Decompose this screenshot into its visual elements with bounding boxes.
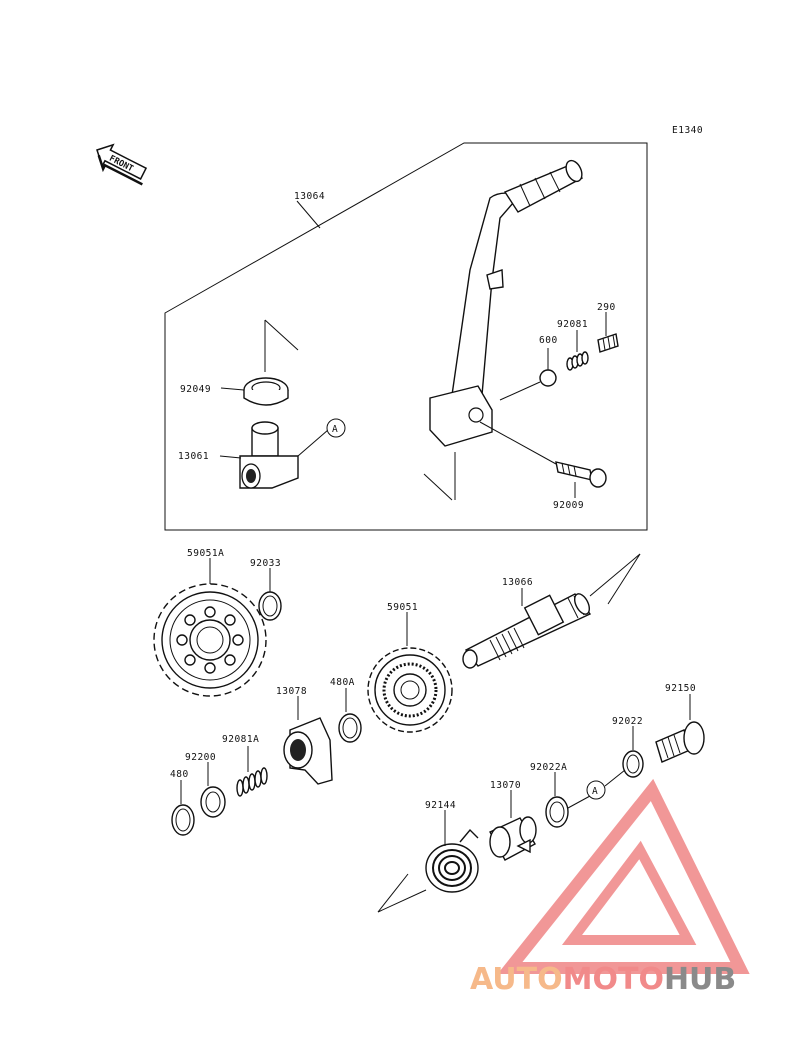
callout-92049: 92049	[180, 384, 211, 395]
kick-lever	[429, 159, 584, 447]
callout-59051: 59051	[387, 602, 418, 613]
watermark-logo-icon	[497, 778, 750, 974]
part-92081A-spring	[236, 767, 268, 797]
ref-code: E1340	[672, 125, 703, 136]
watermark-word-auto: AUTO	[470, 962, 563, 997]
callout-290: 290	[597, 302, 616, 313]
watermark-word-hub: HUB	[663, 962, 737, 997]
part-13066-shaft	[462, 593, 592, 669]
callout-600: 600	[539, 335, 558, 346]
part-59051A-gear	[153, 583, 267, 697]
callout-92022: 92022	[612, 716, 643, 727]
part-92200-washer	[200, 786, 226, 818]
front-arrow-icon: FRONT	[96, 143, 148, 186]
ref-a-bottom-circle	[586, 780, 606, 800]
callout-92150: 92150	[665, 683, 696, 694]
part-59051-gear	[367, 647, 453, 733]
ref-a-bottom: A	[592, 786, 598, 797]
callout-13066: 13066	[502, 577, 533, 588]
callout-92033: 92033	[250, 558, 281, 569]
callout-480A: 480A	[330, 677, 355, 688]
part-92150-bolt	[655, 721, 705, 763]
part-92081-spring	[566, 351, 589, 371]
callout-92081A: 92081A	[222, 734, 259, 745]
part-600-ball	[539, 369, 557, 387]
part-92022A-washer	[545, 796, 569, 828]
callout-92144: 92144	[425, 800, 456, 811]
part-13061-boss	[239, 421, 299, 489]
part-92049-washer	[243, 377, 289, 406]
assembly-box-13064	[164, 142, 648, 531]
part-92022-washer	[622, 750, 644, 778]
watermark-word-moto: MOTO	[562, 962, 664, 997]
part-92033-ring	[258, 591, 282, 621]
part-290-plug	[597, 333, 619, 353]
callout-92081: 92081	[557, 319, 588, 330]
part-480A-circlip	[338, 713, 362, 743]
part-13078-ratchet	[283, 717, 333, 785]
callout-59051A: 59051A	[187, 548, 224, 559]
callout-480: 480	[170, 769, 189, 780]
part-92009-bolt	[555, 461, 607, 488]
part-13070-collar	[489, 816, 537, 861]
part-92144-spring	[425, 828, 479, 893]
callout-92022A: 92022A	[530, 762, 567, 773]
callout-13078: 13078	[276, 686, 307, 697]
callout-13061: 13061	[178, 451, 209, 462]
ref-a-top: A	[332, 424, 338, 435]
callout-13070: 13070	[490, 780, 521, 791]
part-480-circlip	[171, 804, 195, 836]
ref-a-top-circle	[326, 418, 346, 438]
callout-13064: 13064	[294, 191, 325, 202]
watermark-text: AUTOMOTOHUB	[470, 962, 800, 1002]
callout-92009: 92009	[553, 500, 584, 511]
callout-92200: 92200	[185, 752, 216, 763]
